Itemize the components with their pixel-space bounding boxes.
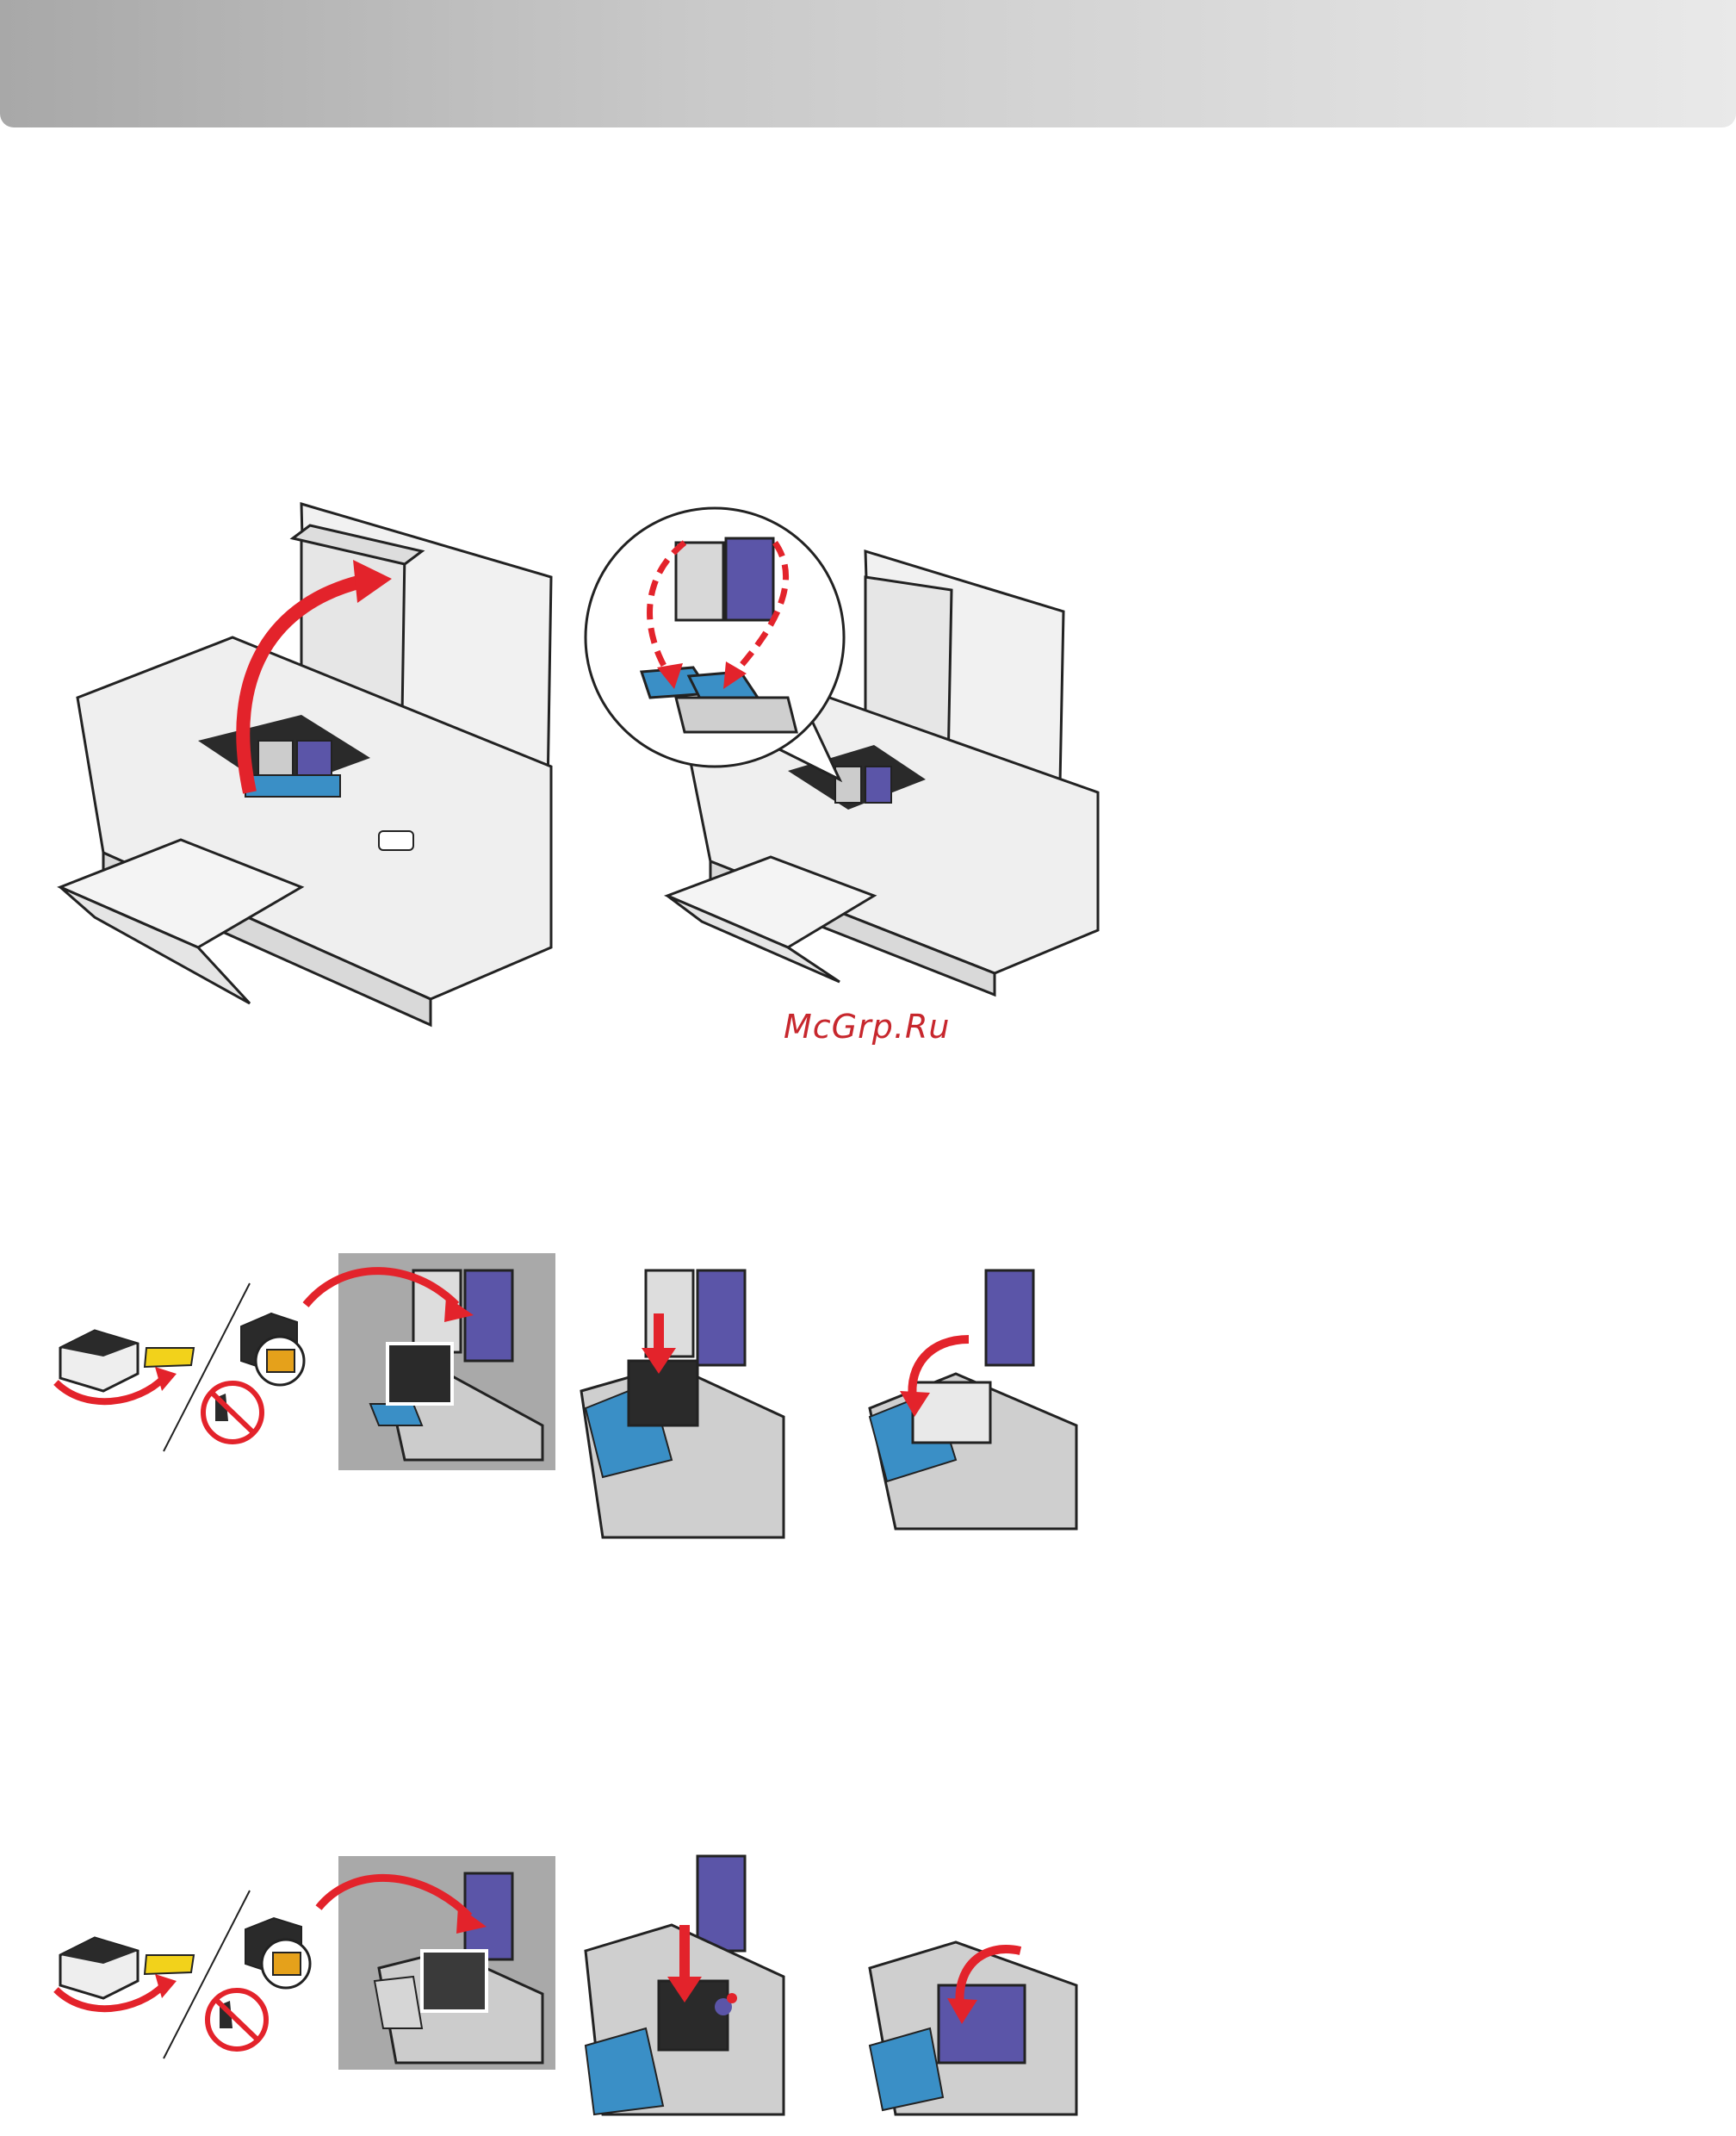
close-lid-icon	[870, 1270, 1076, 1529]
pressed-cartridge-icon	[581, 1270, 784, 1537]
printer-open-icon	[52, 482, 568, 1016]
color-cartridge-sequence	[43, 1856, 1111, 2132]
remove-tape-icon	[56, 1331, 194, 1401]
figure-open-printer	[52, 482, 568, 1016]
no-touch-icon	[208, 1918, 310, 2049]
figure-open-latches	[581, 482, 1098, 999]
figure-color-cartridge	[43, 1856, 1111, 2132]
remove-tape-icon	[56, 1938, 194, 2009]
watermark: McGrp.Ru	[784, 1008, 950, 1046]
header-bar	[0, 0, 1736, 127]
pressed-cartridge-icon	[586, 1856, 784, 2114]
close-lid-icon	[870, 1942, 1076, 2114]
black-cartridge-sequence	[43, 1253, 1111, 1572]
figure-black-cartridge	[43, 1253, 1111, 1572]
insert-cartridge-icon	[319, 1856, 555, 2070]
no-touch-icon	[203, 1313, 304, 1442]
insert-cartridge-icon	[306, 1253, 555, 1470]
latches-open-icon	[581, 482, 1098, 999]
